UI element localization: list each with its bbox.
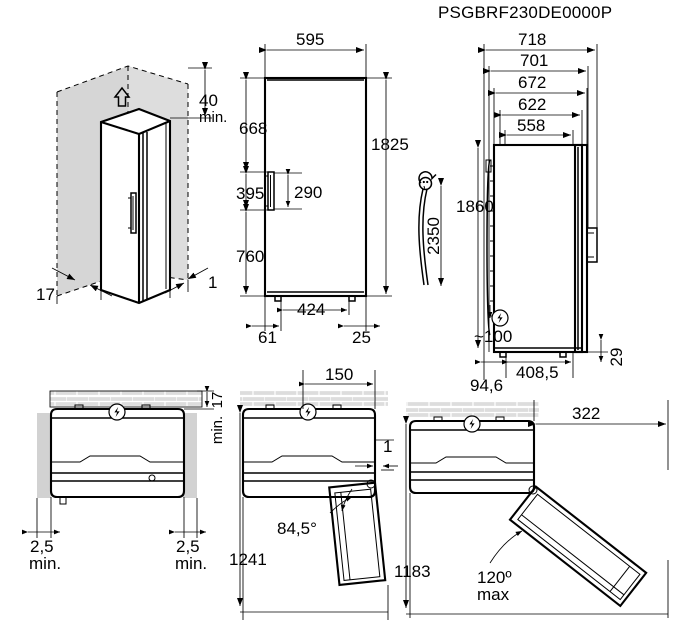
dim-depth-672: 672: [518, 73, 546, 92]
dim-door-projection: 1: [383, 437, 392, 456]
dim-depth-701: 701: [520, 51, 548, 70]
dim-lower-height: 760: [236, 247, 264, 266]
dim-right-side-gap-value: 2,5: [176, 537, 200, 556]
dim-door-open-angle-84: 84,5°: [277, 519, 317, 538]
dim-side-clearance: 1: [208, 273, 217, 292]
dim-door-open-angle-120: 120º: [477, 568, 512, 587]
plan-view-door-120deg: 322 120º max 1183: [394, 400, 669, 618]
dim-plinth-depth: 408,5: [516, 363, 559, 382]
dim-depth-622: 622: [518, 95, 546, 114]
dim-right-side-gap-qualifier: min.: [175, 554, 207, 573]
dim-handle-top-height: 668: [239, 119, 267, 138]
power-bolt-icon: [299, 403, 317, 421]
dim-cable-length: 2350: [424, 217, 443, 255]
dim-overall-width: 595: [296, 30, 324, 49]
power-bolt-icon: [491, 309, 509, 327]
dim-width-door-open-1241: 1241: [229, 550, 267, 569]
dim-top-clearance: 40: [199, 91, 218, 110]
dim-right-foot-offset: 25: [352, 328, 371, 347]
dim-door-open-angle-120-qualifier: max: [477, 585, 510, 604]
dim-width-door-open-1183: 1183: [394, 562, 431, 581]
dim-left-side-gap-value: 2,5: [30, 537, 54, 556]
dim-depth-558: 558: [517, 116, 545, 135]
dim-foot-span: 424: [297, 300, 325, 319]
dim-installation-height: 1860: [456, 197, 494, 216]
dim-rear-wall-gap-value: 17: [209, 392, 226, 409]
plan-view-clearances: 17 min. 2,5 min. 2,5 min.: [21, 385, 226, 573]
page-title: PSGBRF230DE0000P: [438, 3, 613, 22]
isometric-clearance-view: 40 min. 17 1: [36, 62, 227, 305]
dim-socket-height: ~100: [474, 327, 512, 346]
dim-hinge-offset: 150: [325, 365, 353, 384]
front-elevation-view: 595 1825 668 395 290 760: [236, 30, 409, 347]
plan-view-door-84deg: 150 1 84,5° 1241: [229, 365, 398, 620]
dim-handle-zone: 395: [236, 184, 264, 203]
dim-rear-offset: 29: [607, 348, 626, 367]
dim-overall-height: 1825: [371, 135, 409, 154]
power-cable-detail: 2350: [418, 171, 444, 286]
dim-rear-clearance: 17: [36, 285, 55, 304]
power-bolt-icon: [108, 403, 126, 421]
dim-depth-718: 718: [518, 30, 546, 49]
power-bolt-icon: [463, 415, 481, 433]
dim-left-side-gap-qualifier: min.: [29, 554, 61, 573]
dim-left-foot-offset: 61: [258, 328, 277, 347]
dim-door-swing-depth: 322: [572, 404, 600, 423]
side-section-view: 718 701 672 622 558 1860 ~100: [456, 30, 626, 395]
dim-top-clearance-qualifier: min.: [199, 109, 227, 126]
dim-rear-wall-gap-qualifier: min.: [209, 416, 226, 444]
dim-handle-length: 290: [294, 183, 322, 202]
dim-foot-front-offset: 94,6: [470, 376, 503, 395]
